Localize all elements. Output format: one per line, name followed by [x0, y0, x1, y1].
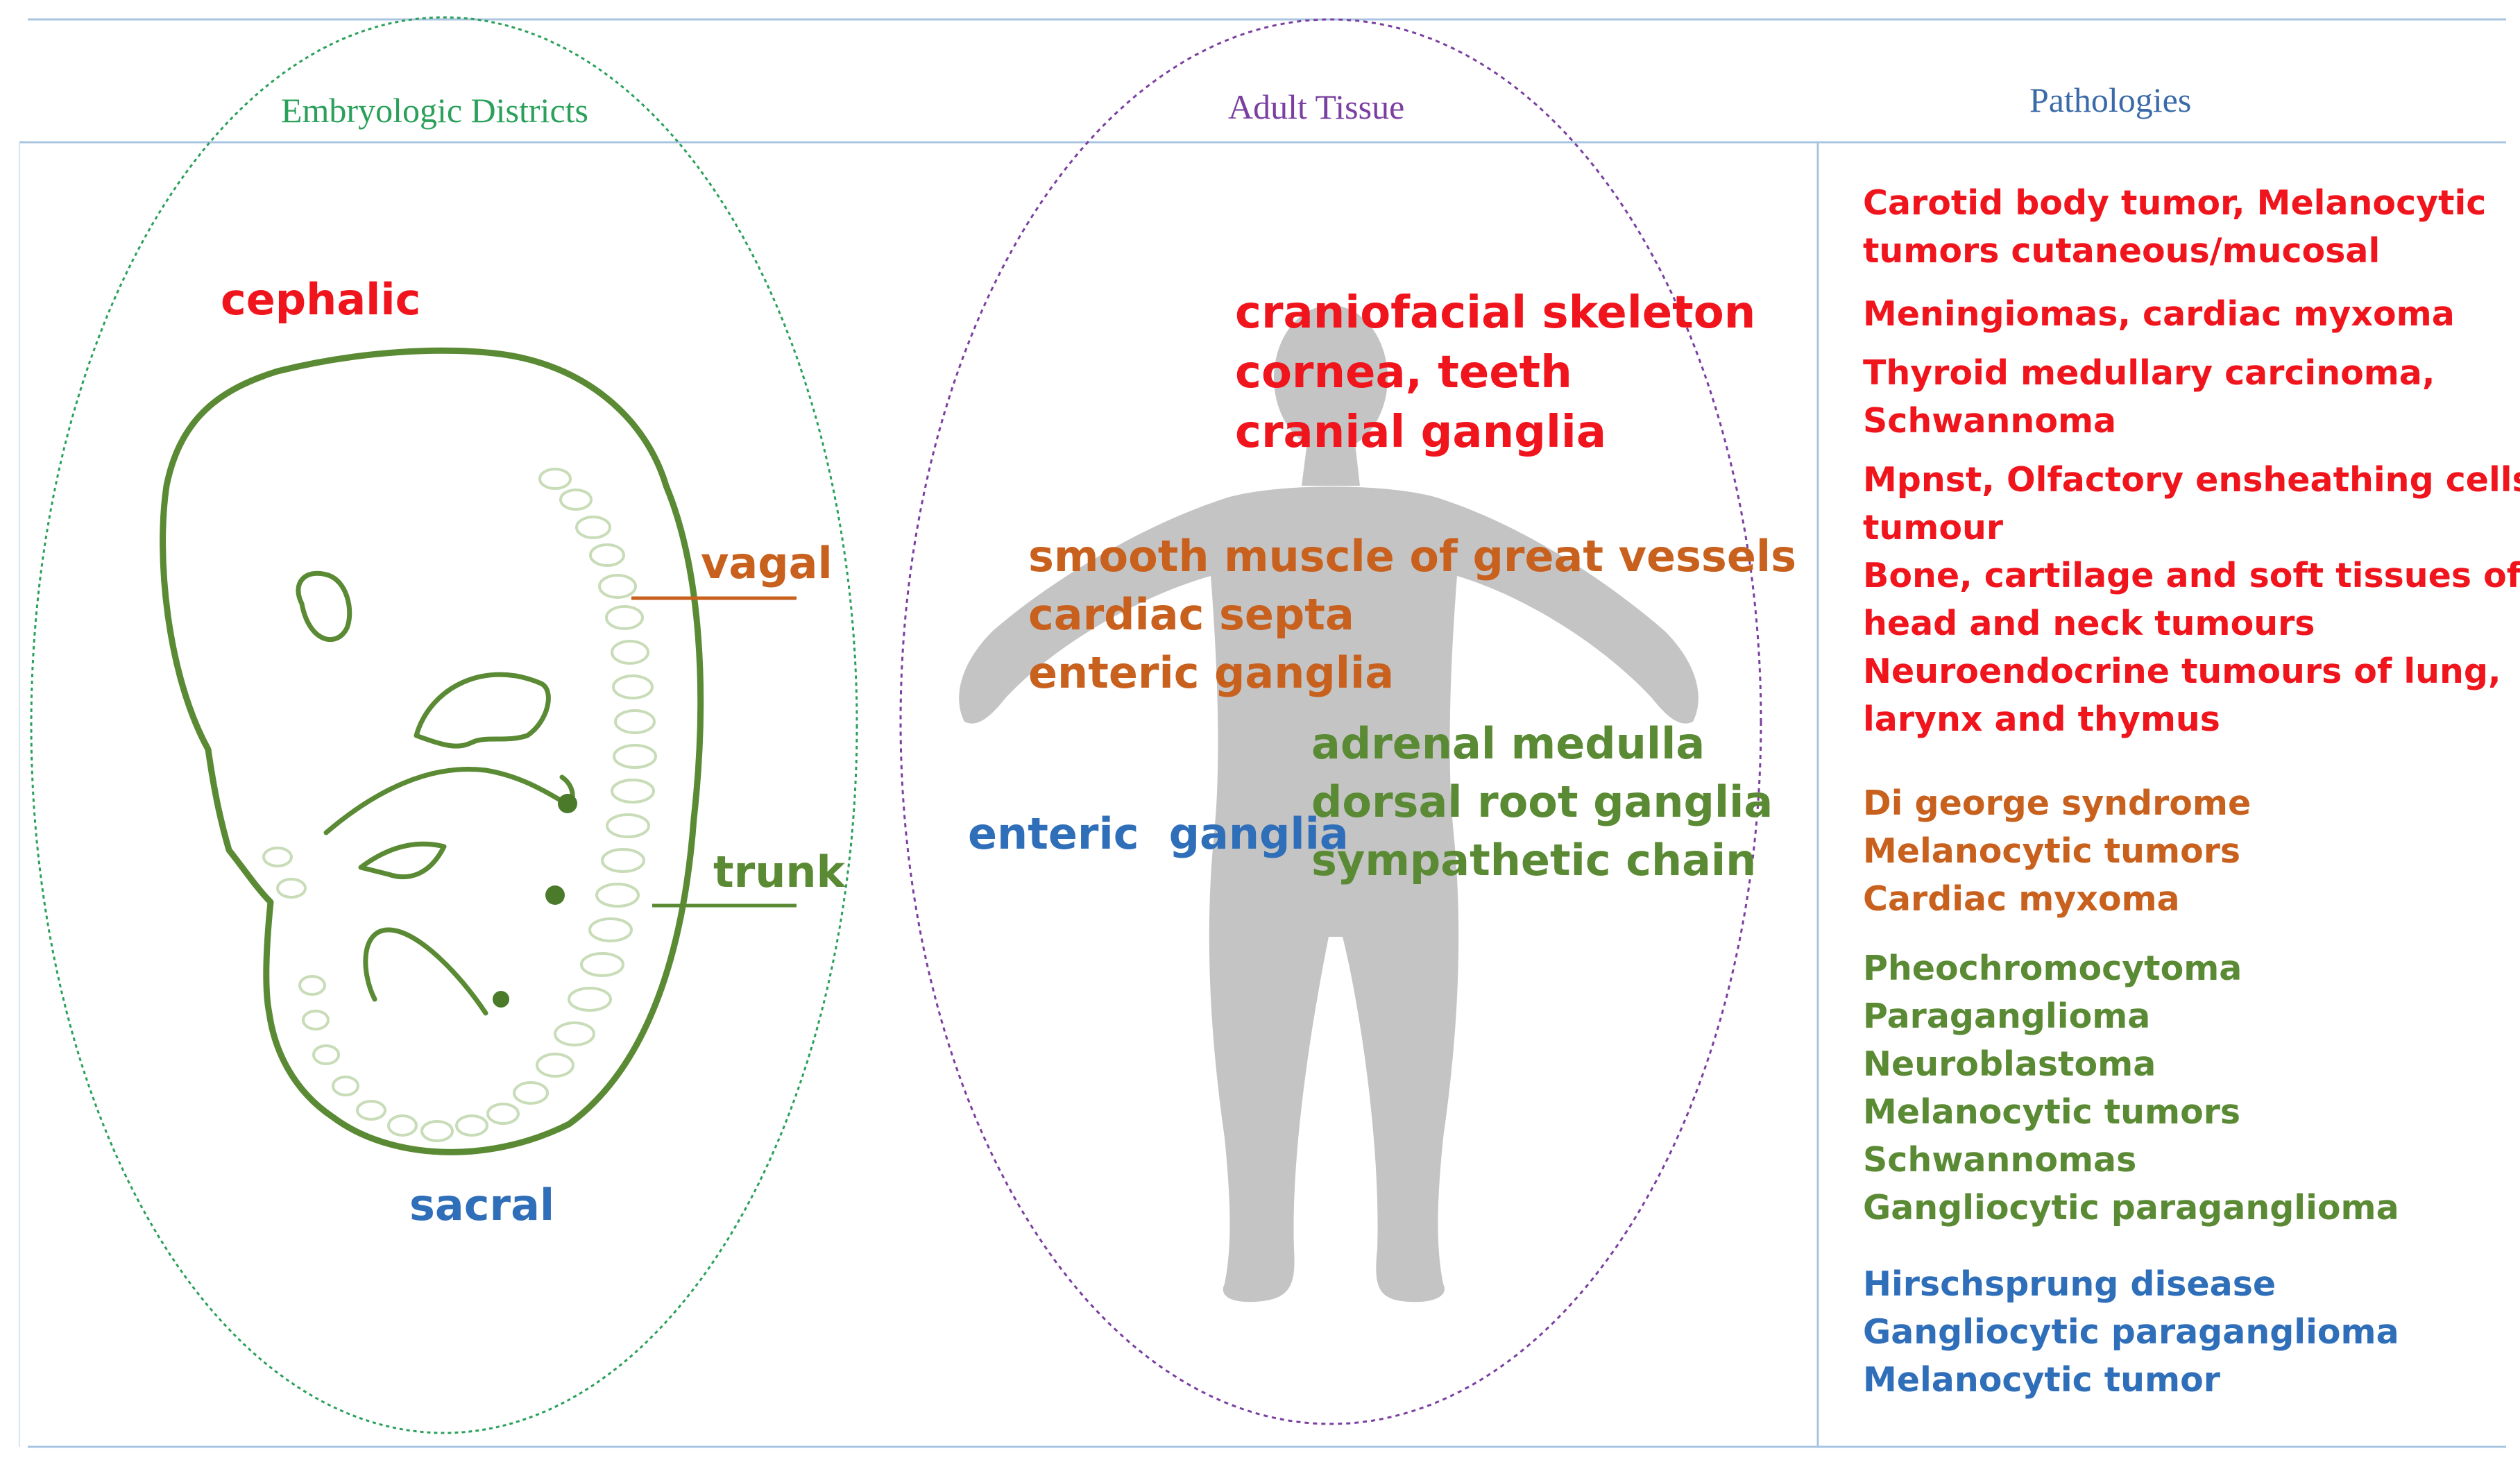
adult-vagal-line: smooth muscle of great vessels	[1028, 531, 1797, 582]
vagal-label: vagal	[701, 538, 833, 588]
adult-vagal-line: cardiac septa	[1028, 589, 1354, 640]
human-silhouette	[959, 305, 1699, 1302]
embryo-eye	[296, 570, 352, 642]
pathology-line: Gangliocytic paraganglioma	[1863, 1188, 2399, 1228]
adult-trunk-line: dorsal root ganglia	[1311, 776, 1773, 827]
pathology-line: Pheochromocytoma	[1863, 949, 2242, 988]
pathologies-sacral-group: Hirschsprung disease Gangliocytic paraga…	[1863, 1260, 2399, 1404]
pharyngeal-arch-1	[414, 672, 551, 749]
adult-cephalic-group: craniofacial skeleton cornea, teeth cran…	[1235, 283, 1755, 462]
adult-ellipse	[899, 18, 1762, 1425]
sacral-label: sacral	[409, 1180, 555, 1230]
embryo-outline	[160, 347, 704, 1155]
pathology-line: Di george syndrome	[1863, 783, 2251, 823]
pathology-line: head and neck tumours	[1863, 604, 2315, 643]
adult-sacral-label: enteric ganglia	[968, 808, 1349, 859]
pathologies-trunk-group: Pheochromocytoma Paraganglioma Neuroblas…	[1863, 944, 2399, 1232]
pathology-line: Gangliocytic paraganglioma	[1863, 1312, 2399, 1352]
pathology-line: Melanocytic tumors	[1863, 1092, 2241, 1132]
adult-tissue-header: Adult Tissue	[1228, 87, 1405, 126]
pathology-line: tumour	[1863, 508, 2004, 548]
pathology-line: larynx and thymus	[1863, 699, 2220, 739]
adult-trunk-line: adrenal medulla	[1311, 718, 1705, 769]
pathology-line: Meningiomas, cardiac myxoma	[1863, 294, 2455, 334]
pathologies-cephalic-group: Carotid body tumor, Melanocytic tumors c…	[1863, 179, 2520, 743]
adult-cephalic-line: cranial ganglia	[1235, 407, 1607, 458]
adult-vagal-line: enteric ganglia	[1028, 647, 1395, 698]
pathology-line: Cardiac myxoma	[1863, 879, 2180, 919]
pathology-line: Paraganglioma	[1863, 996, 2151, 1036]
pathologies-vagal-group: Di george syndrome Melanocytic tumors Ca…	[1863, 779, 2251, 923]
embryologic-ellipse	[30, 16, 858, 1434]
pathologies-header: Pathologies	[2029, 80, 2192, 119]
pathology-line: Hirschsprung disease	[1863, 1264, 2276, 1304]
pathology-line: tumors cutaneous/mucosal	[1863, 231, 2381, 271]
adult-trunk-group: adrenal medulla dorsal root ganglia symp…	[1311, 715, 1773, 890]
pathology-line: Melanocytic tumor	[1863, 1360, 2220, 1400]
adult-vagal-group: smooth muscle of great vessels cardiac s…	[1028, 527, 1796, 702]
adult-cephalic-line: craniofacial skeleton	[1235, 287, 1756, 339]
pathology-line: Thyroid medullary carcinoma,	[1863, 353, 2435, 393]
pathology-line: Bone, cartilage and soft tissues of	[1863, 556, 2520, 595]
somites	[262, 468, 657, 1142]
pathology-line: Neuroblastoma	[1863, 1044, 2156, 1084]
pathology-line: Carotid body tumor, Melanocytic	[1863, 183, 2487, 223]
pathology-line: Mpnst, Olfactory ensheathing cells	[1863, 460, 2520, 500]
trunk-label: trunk	[713, 847, 845, 897]
pathology-line: Schwannomas	[1863, 1140, 2137, 1180]
limb-bud-arc	[363, 927, 488, 1016]
cephalic-label: cephalic	[221, 274, 421, 325]
pathology-line: Neuroendocrine tumours of lung,	[1863, 652, 2501, 691]
embryologic-districts-header: Embryologic Districts	[281, 91, 588, 130]
pharyngeal-arch-3	[358, 841, 447, 880]
adult-cephalic-line: cornea, teeth	[1235, 347, 1572, 398]
adult-trunk-line: sympathetic chain	[1311, 835, 1757, 885]
pathology-line: Melanocytic tumors	[1863, 831, 2241, 871]
pathology-line: Schwannoma	[1863, 401, 2117, 441]
